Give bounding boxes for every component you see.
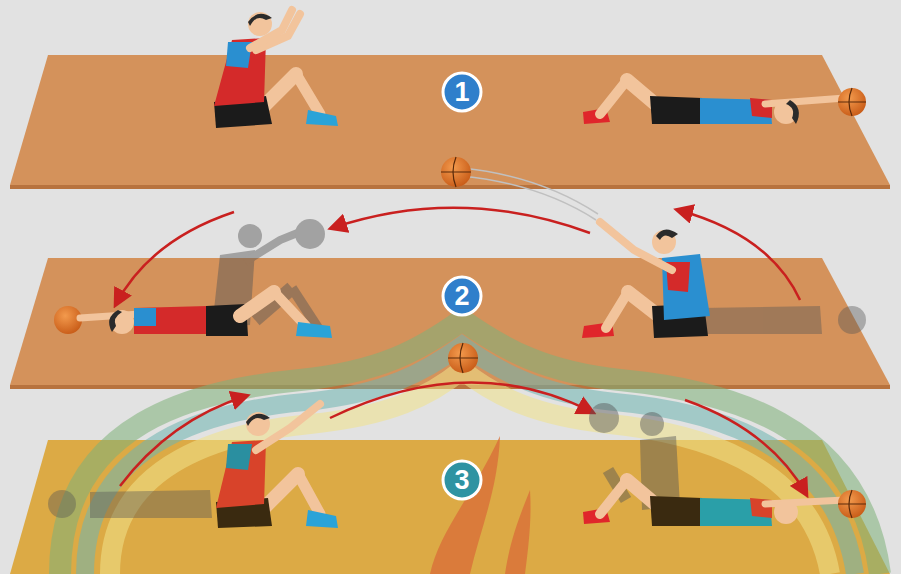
player-lying	[134, 308, 156, 326]
energy-bands	[60, 320, 880, 574]
player-sitting	[306, 510, 338, 528]
step-number-circle: 2	[441, 275, 483, 317]
player-lying	[765, 98, 845, 104]
player-sitting	[296, 74, 320, 114]
player-sitting	[216, 404, 338, 528]
ghost-player	[238, 224, 262, 248]
player-sitting	[248, 12, 272, 36]
flame	[505, 490, 531, 574]
ghost-player	[838, 306, 866, 334]
step-number: 2	[454, 281, 469, 312]
ghost-player	[48, 490, 212, 518]
step-number: 1	[454, 77, 469, 108]
ghost-player	[245, 232, 300, 262]
motion-arrows	[685, 400, 806, 494]
ball-in-flight	[441, 157, 471, 187]
player-sitting	[248, 14, 272, 26]
circle-shape	[443, 277, 481, 315]
player-sitting	[214, 10, 338, 128]
player-sitting	[662, 254, 710, 320]
player-lying	[838, 490, 866, 518]
motion-arrows	[330, 382, 592, 418]
player-lying	[774, 500, 798, 524]
flame	[430, 436, 531, 574]
ball-in-flight	[448, 343, 478, 373]
energy-bands	[110, 370, 830, 574]
circle-shape	[443, 461, 481, 499]
player-sitting	[306, 110, 338, 126]
ghost-player	[90, 490, 212, 518]
floor-1	[10, 55, 890, 189]
player-lying	[838, 88, 866, 116]
ghost-player	[48, 490, 76, 518]
energy-bands	[60, 320, 880, 574]
player-lying	[240, 292, 274, 316]
circle-shape	[443, 73, 481, 111]
player-sitting	[656, 229, 678, 240]
player-lying	[650, 496, 702, 526]
player-lying	[110, 310, 134, 334]
player-lying	[54, 292, 332, 338]
ball-in-flight	[462, 176, 596, 220]
step-number-circle: 1	[441, 71, 483, 113]
player-lying	[296, 322, 332, 338]
ghost-player	[295, 219, 325, 249]
player-lying	[650, 96, 702, 124]
ball-in-flight	[462, 168, 598, 214]
player-lying	[700, 498, 772, 526]
ball-in-flight	[441, 157, 471, 187]
player-sitting	[298, 474, 320, 514]
energy-bands	[85, 345, 855, 574]
ghost-player	[700, 306, 866, 334]
text-holder: 1	[441, 71, 483, 113]
motion-arrows	[332, 208, 590, 233]
text-holder: 3	[441, 459, 483, 501]
player-lying	[838, 490, 866, 518]
player-lying	[700, 98, 772, 124]
player-lying	[109, 310, 122, 332]
player-sitting	[226, 444, 252, 470]
player-lying	[765, 500, 845, 504]
ghost-player	[640, 412, 664, 436]
text-holder: 2	[441, 275, 483, 317]
ball-in-flight	[448, 343, 478, 373]
step-number-circle: 3	[441, 459, 483, 501]
ball-in-flight	[441, 157, 598, 220]
player-lying	[274, 292, 306, 326]
player-lying	[583, 480, 866, 526]
step-number: 3	[454, 465, 469, 496]
player-sitting	[582, 222, 710, 338]
ball-in-flight	[448, 343, 478, 373]
player-lying	[786, 100, 799, 124]
ghost-player	[700, 306, 822, 334]
player-lying	[838, 88, 866, 116]
player-sitting	[246, 412, 270, 436]
ghost-player	[589, 403, 619, 433]
flame	[430, 436, 500, 574]
ghost-player	[589, 403, 680, 510]
player-lying	[583, 80, 866, 124]
player-lying	[774, 100, 798, 124]
player-sitting	[246, 414, 270, 426]
player-lying	[134, 306, 208, 334]
